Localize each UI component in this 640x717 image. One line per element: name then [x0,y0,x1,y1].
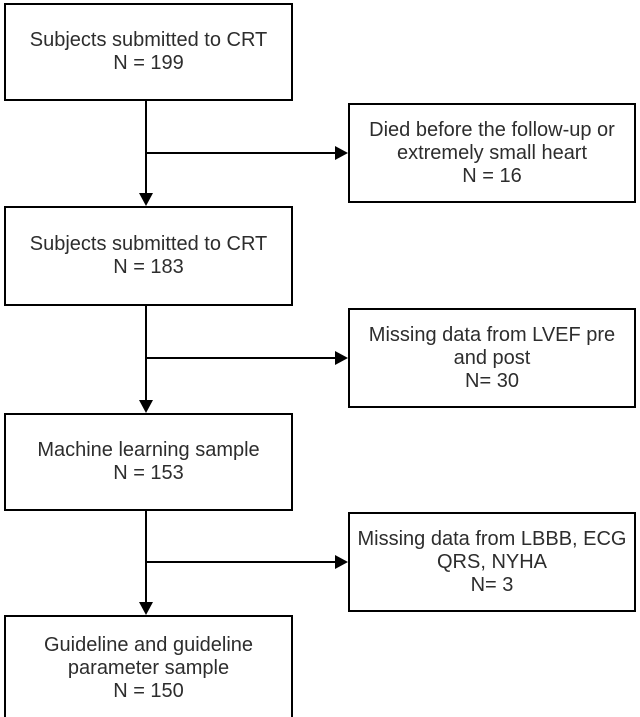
arrowhead-right-icon [335,146,348,160]
box-count-line: N= 30 [465,369,519,392]
box-count-line: N = 183 [113,256,184,278]
box-text-line: Machine learning sample [37,439,260,461]
box-count-line: N = 16 [462,164,522,187]
box-text-line: extremely small heart [396,141,588,164]
box-text-line: Missing data from LBBB, ECG [357,527,627,550]
box-text-line: parameter sample [67,656,230,679]
connector-line-vertical-1 [145,101,147,196]
flow-box-machine-learning-sample: Machine learning sample N = 153 [4,413,293,511]
box-text-line: Subjects submitted to CRT [29,233,268,255]
flow-box-excluded-missing-lbbb: Missing data from LBBB, ECG QRS, NYHA N=… [348,512,636,612]
box-text-line: Subjects submitted to CRT [29,29,268,51]
arrowhead-down-icon [139,400,153,413]
box-count-line: N = 199 [113,52,184,74]
box-text-line: Missing data from LVEF pre [368,323,616,346]
flow-box-guideline-sample: Guideline and guideline parameter sample… [4,615,293,717]
connector-line-branch-1 [146,152,337,154]
flow-box-excluded-missing-lvef: Missing data from LVEF pre and post N= 3… [348,308,636,408]
arrowhead-down-icon [139,602,153,615]
flow-box-subjects-crt-183: Subjects submitted to CRT N = 183 [4,206,293,306]
connector-line-vertical-2 [145,306,147,402]
flow-box-excluded-died: Died before the follow-up or extremely s… [348,103,636,203]
connector-line-branch-2 [146,357,337,359]
box-text-line: QRS, NYHA [436,550,548,573]
box-text-line: and post [453,346,531,369]
box-count-line: N = 150 [113,679,184,702]
arrowhead-down-icon [139,193,153,206]
arrowhead-right-icon [335,555,348,569]
arrowhead-right-icon [335,351,348,365]
connector-line-vertical-3 [145,510,147,604]
box-text-line: Guideline and guideline [43,633,254,656]
box-count-line: N = 153 [113,462,184,484]
box-count-line: N= 3 [470,573,514,596]
connector-line-branch-3 [146,561,337,563]
box-text-line: Died before the follow-up or [369,118,615,141]
flow-box-subjects-crt-199: Subjects submitted to CRT N = 199 [4,3,293,101]
